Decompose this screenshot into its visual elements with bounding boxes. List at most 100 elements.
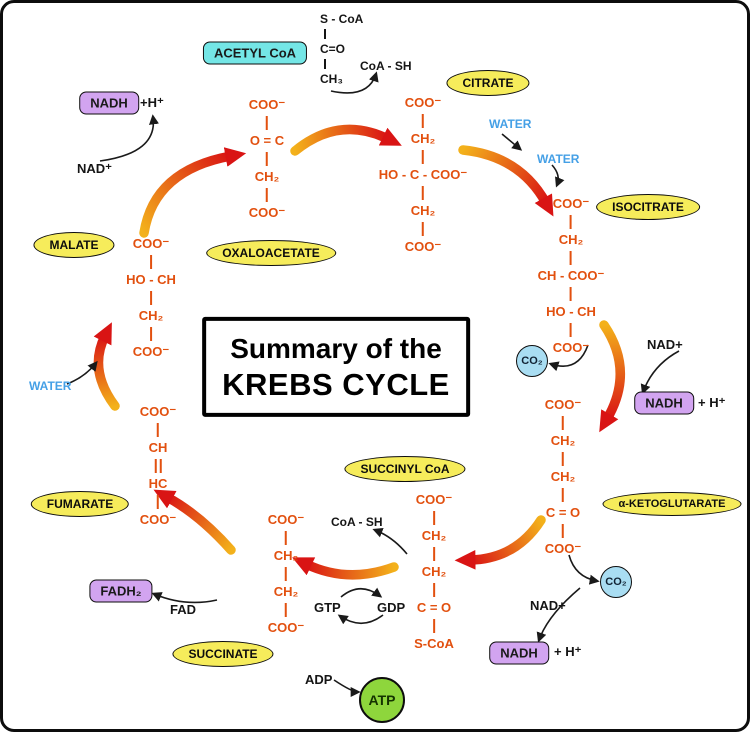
bond-line	[570, 287, 572, 301]
bond-line	[265, 188, 268, 202]
succinate-label: SUCCINATE	[172, 641, 274, 667]
formula-line: CH₃	[320, 72, 343, 86]
plus-h-right: + H⁺	[698, 395, 726, 410]
formula-line: HC	[148, 476, 168, 491]
bond-line	[433, 619, 435, 633]
formula-line: CH₂	[410, 203, 436, 218]
co2-badge-right: CO₂	[516, 345, 548, 377]
bond-line	[561, 524, 564, 538]
isocitrate-label: ISOCITRATE	[596, 194, 700, 220]
nadh-badge-bottom: NADH	[489, 641, 549, 665]
bond-line	[422, 114, 424, 128]
formula-line: C=O	[320, 42, 346, 56]
acetyl-coa-label: ACETYL CoA	[202, 41, 308, 65]
formula-line: HO - CH	[126, 272, 176, 287]
arrow-succinate-to-fumarate	[153, 489, 236, 555]
formula-line: COO⁻	[132, 344, 170, 359]
bond-line	[433, 583, 435, 597]
formula-line: HO - CH	[546, 304, 596, 319]
oxaloacetate-label: OXALOACETATE	[206, 240, 336, 266]
arrow-water-in-1	[501, 133, 523, 151]
gdp-label: GDP	[377, 600, 406, 615]
arrow-gdp-to-gtp	[337, 614, 384, 625]
title-line-1: Summary of the	[230, 332, 442, 364]
formula-line: COO⁻	[248, 205, 286, 220]
formula-line: COO⁻	[404, 239, 442, 254]
coa-sh-top: CoA - SH	[360, 59, 412, 73]
ketoglutarate-label: α-KETOGLUTARATE	[602, 492, 742, 516]
formula-line: HO - C - COO⁻	[378, 167, 468, 182]
bond-line	[561, 488, 564, 502]
succinate-structure: COO⁻ CH₂ CH₂ COO⁻	[268, 512, 304, 636]
arrow-co2-release-bottom	[568, 554, 600, 585]
arrow-succinylcoa-to-succinate	[292, 557, 399, 580]
formula-line: CH₂	[421, 564, 447, 579]
bond-line	[561, 416, 564, 430]
formula-line: CH - COO⁻	[537, 268, 605, 283]
bond-line	[284, 567, 287, 581]
arrow-co2-release-right	[548, 344, 589, 372]
formula-line: CH₂	[550, 469, 576, 484]
arrow-adp-to-atp	[333, 679, 361, 698]
arrow-oxaloacetate-to-citrate	[290, 124, 402, 156]
succinyl-coa-label: SUCCINYL CoA	[344, 456, 466, 482]
bond-line	[265, 116, 268, 130]
formula-line: CH₂	[550, 433, 576, 448]
formula-line: COO⁻	[132, 236, 170, 251]
formula-line: O = C	[249, 133, 285, 148]
fumarate-structure: COO⁻ CH HC COO⁻	[140, 404, 176, 528]
nadh-badge-right: NADH	[634, 391, 694, 415]
fadh2-badge: FADH₂	[89, 579, 153, 603]
adp-label: ADP	[305, 672, 333, 687]
plus-h-top: +H⁺	[140, 95, 164, 110]
citrate-structure: COO⁻ CH₂ HO - C - COO⁻ CH₂ COO⁻	[379, 95, 467, 255]
arrow-coa-sh-release-bottom	[372, 527, 408, 555]
co2-badge-bottom: CO₂	[600, 566, 632, 598]
arrow-gtp-to-gdp	[340, 587, 383, 598]
coa-sh-bottom: CoA - SH	[331, 515, 383, 529]
malate-structure: COO⁻ HO - CH CH₂ COO⁻	[126, 236, 176, 360]
bond-line	[570, 251, 572, 265]
arrow-isocitrate-to-ketoglutarate	[599, 320, 626, 433]
arrows-layer	[66, 71, 680, 698]
formula-line: CH₂	[410, 131, 436, 146]
arrow-nad-to-nadh-right	[640, 350, 680, 395]
succinylcoa-structure: COO⁻ CH₂ CH₂ C = O S-CoA	[414, 492, 454, 652]
malate-label: MALATE	[33, 232, 115, 258]
diagram-title: Summary of the KREBS CYCLE	[202, 316, 470, 418]
formula-line: CH₂	[138, 308, 164, 323]
acetyl-group-structure: S - CoA C=O CH₃	[320, 11, 363, 87]
bond-line	[422, 222, 424, 236]
plus-h-bottom: + H⁺	[554, 644, 582, 659]
ketoglutarate-structure: COO⁻ CH₂ CH₂ C = O COO⁻	[545, 397, 581, 557]
formula-line: C = O	[545, 505, 581, 520]
fad-label: FAD	[170, 602, 196, 617]
arrow-ketoglutarate-to-succinylcoa	[454, 515, 546, 570]
bond-line	[284, 603, 287, 617]
arrow-water-in-left	[66, 360, 98, 385]
arrow-malate-to-oxaloacetate	[139, 147, 247, 238]
formula-line: COO⁻	[267, 512, 305, 527]
nad-plus-bottom: NAD+	[530, 598, 566, 613]
formula-line: COO⁻	[552, 196, 590, 211]
fumarate-label: FUMARATE	[30, 491, 130, 517]
water-label-2: WATER	[537, 152, 580, 166]
formula-line: COO⁻	[267, 620, 305, 635]
formula-line: C = O	[416, 600, 452, 615]
bond-line	[265, 152, 268, 166]
arrow-fumarate-to-malate	[93, 322, 120, 411]
formula-line: COO⁻	[544, 397, 582, 412]
citrate-label: CITRATE	[446, 70, 530, 96]
title-line-2: KREBS CYCLE	[222, 366, 450, 402]
formula-line: CH₂	[421, 528, 447, 543]
bond-line	[324, 29, 326, 39]
bond-line	[284, 531, 287, 545]
gtp-label: GTP	[314, 600, 341, 615]
formula-line: COO⁻	[248, 97, 286, 112]
formula-line: S-CoA	[414, 636, 454, 651]
nad-plus-top: NAD⁺	[77, 161, 113, 176]
bond-line	[422, 150, 424, 164]
water-label-1: WATER	[489, 117, 532, 131]
bond-line	[433, 511, 435, 525]
bond-line	[570, 323, 572, 337]
